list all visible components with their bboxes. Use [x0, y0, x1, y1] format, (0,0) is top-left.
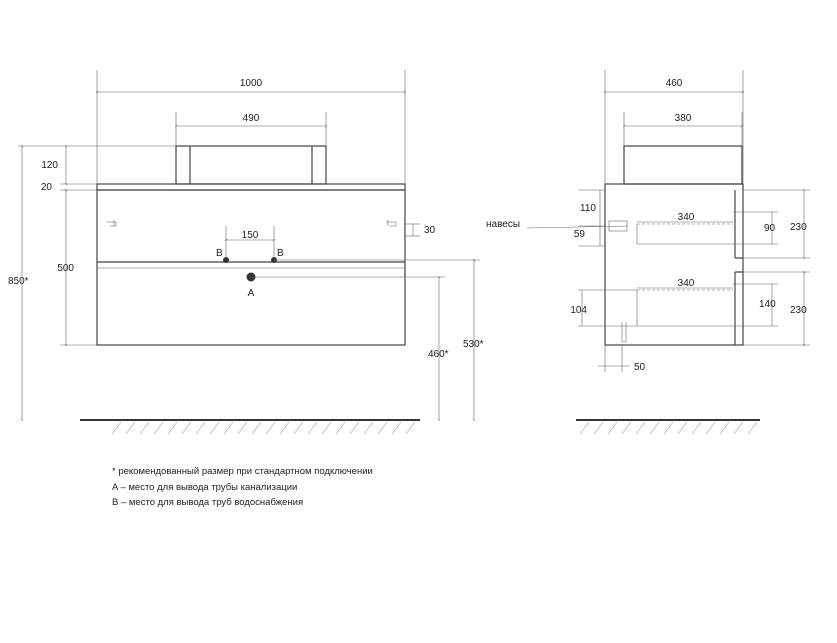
pipe-spacing-label: 150	[242, 230, 259, 241]
floor-hatch-line	[377, 421, 388, 435]
pipe-b-left-label: B	[216, 248, 223, 259]
side-basin-depth-label: 380	[675, 113, 692, 124]
floor-hatch-line	[635, 421, 646, 435]
floor-hatch-line	[223, 421, 234, 435]
front-basin	[175, 145, 327, 185]
pipe-b-left	[223, 257, 229, 263]
floor-hatch-line	[293, 421, 304, 435]
floor-hatch-line	[705, 421, 716, 435]
floor-hatch-line	[195, 421, 206, 435]
floor-hatch-line	[153, 421, 164, 435]
floor-hatch-line	[307, 421, 318, 435]
floor-hatch-line	[251, 421, 262, 435]
floor-hatch-line	[677, 421, 688, 435]
floor-hatch-line	[607, 421, 618, 435]
front-body-height-label: 500	[57, 263, 74, 274]
front-cabinet	[96, 189, 406, 346]
floor-hatch-line	[391, 421, 402, 435]
front-height-a-label: 530*	[463, 339, 484, 350]
side-dim-50-label: 50	[634, 362, 646, 373]
floor-hatch-line	[691, 421, 702, 435]
drawer-top-width-label: 340	[678, 212, 695, 223]
front-view: 1000 490 120 20 500 850* 150 B B A 30	[8, 70, 484, 435]
drawer-bottom-height-label: 230	[790, 305, 807, 316]
front-basin-height-label: 120	[41, 160, 58, 171]
front-basin-width-label: 490	[243, 113, 260, 124]
hinge-left-icon	[106, 220, 117, 227]
drawer-top-depth-label: 90	[764, 223, 776, 234]
floor-hatch-line	[747, 421, 758, 435]
floor-hatch-line	[363, 421, 374, 435]
side-dim-104-label: 104	[570, 305, 587, 316]
floor-hatch-line	[335, 421, 346, 435]
front-width-label: 1000	[240, 78, 263, 89]
front-total-height-label: 850*	[8, 276, 29, 287]
side-pipe	[621, 322, 627, 343]
floor-hatch-line	[181, 421, 192, 435]
drawer-top-height-label: 230	[790, 222, 807, 233]
front-top-thickness-label: 20	[41, 182, 53, 193]
note-recommended: * рекомендованный размер при стандартном…	[112, 466, 373, 477]
floor-hatch-line	[125, 421, 136, 435]
floor-hatch-line	[621, 421, 632, 435]
floor-hatch-line	[719, 421, 730, 435]
floor-hatch-line	[265, 421, 276, 435]
pipe-b-right-label: B	[277, 248, 284, 259]
floor-hatch-line	[579, 421, 590, 435]
floor-hatch-line	[237, 421, 248, 435]
side-drawer-top	[636, 224, 733, 245]
drawer-bottom-depth-label: 140	[759, 299, 776, 310]
side-drawer-bottom	[636, 290, 733, 327]
pipe-a-label: A	[248, 288, 255, 299]
floor-hatch-line	[733, 421, 744, 435]
side-cabinet	[604, 183, 744, 346]
side-basin	[623, 145, 743, 185]
side-dim-110-label: 110	[580, 203, 596, 214]
front-floor-hatch	[111, 421, 416, 435]
floor-hatch-line	[167, 421, 178, 435]
front-offset-label: 30	[424, 225, 436, 236]
note-pipe-b: B – место для вывода труб водоснабжения	[112, 497, 303, 508]
floor-hatch-line	[139, 421, 150, 435]
front-height-b-label: 460*	[428, 349, 449, 360]
floor-hatch-line	[593, 421, 604, 435]
notes: * рекомендованный размер при стандартном…	[112, 466, 373, 508]
side-dim-59-label: 59	[574, 229, 586, 240]
side-floor-hatch	[579, 421, 758, 435]
hinges-label: навесы	[486, 219, 520, 230]
floor-hatch-line	[279, 421, 290, 435]
floor-hatch-line	[649, 421, 660, 435]
floor-hatch-line	[321, 421, 332, 435]
side-depth-label: 460	[666, 78, 683, 89]
floor-hatch-line	[209, 421, 220, 435]
floor-hatch-line	[111, 421, 122, 435]
floor-hatch-line	[349, 421, 360, 435]
note-pipe-a: A – место для вывода трубы канализации	[112, 482, 297, 493]
floor-hatch-line	[405, 421, 416, 435]
front-countertop	[96, 183, 406, 191]
side-view: 460 380 340 340 110 59 104 50 навесы	[486, 70, 810, 435]
floor-hatch-line	[663, 421, 674, 435]
drawer-bottom-width-label: 340	[678, 278, 695, 289]
hinge-right-icon	[386, 220, 397, 227]
